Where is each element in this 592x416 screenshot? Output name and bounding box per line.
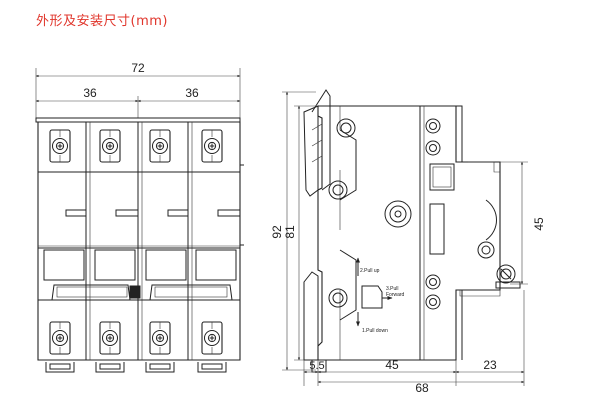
side-height-dimensions: 92 81 [270, 91, 316, 371]
rail-height-dimension: 45 [500, 161, 546, 285]
dim-72-label: 72 [131, 61, 145, 75]
clip-1 [45, 361, 75, 373]
top-terminal-3 [149, 129, 171, 163]
front-width-dimensions: 72 36 36 [35, 61, 241, 118]
clip-2 [95, 361, 125, 373]
clip-3 [145, 361, 175, 373]
front-view: 72 36 36 [35, 61, 244, 373]
top-terminal-4 [201, 129, 223, 163]
dim-5-5-label: 5.5 [309, 360, 324, 372]
pull-down-label: 1.Pull down [362, 328, 388, 334]
bottom-terminal-3 [149, 321, 171, 355]
drawing-title: 外形及安装尺寸(mm) [36, 14, 168, 29]
pull-forward-label-2: Forward [386, 292, 405, 298]
bottom-terminal-1 [49, 321, 71, 355]
middle-latch-slots [65, 209, 241, 217]
top-terminal-2 [99, 129, 121, 163]
dim-45-depth-label: 45 [385, 358, 399, 372]
side-depth-dimensions: 5.5 45 23 68 [303, 290, 525, 395]
dim-68-label: 68 [415, 381, 429, 395]
dim-45-vertical-label: 45 [532, 217, 546, 231]
dim-81-label: 81 [283, 225, 297, 239]
pull-instructions: 2.Pull up 3.Pull Forward 1.Pull down [356, 257, 405, 334]
bottom-terminal-2 [99, 321, 121, 355]
dim-92-label: 92 [270, 225, 284, 239]
dim-36-right-label: 36 [185, 86, 199, 100]
pull-forward-label-1: 3.Pull [386, 286, 399, 292]
pull-up-label: 2.Pull up [360, 268, 380, 274]
toggle-handles [43, 249, 237, 301]
breaker-side-body [303, 89, 521, 373]
bottom-terminal-4 [201, 321, 223, 355]
clip-4 [197, 361, 227, 373]
top-terminal-1 [49, 129, 71, 163]
side-view: 92 81 45 [270, 89, 546, 395]
dim-23-label: 23 [483, 358, 497, 372]
dim-36-left-label: 36 [83, 86, 97, 100]
bottom-rail-clips [45, 361, 227, 373]
